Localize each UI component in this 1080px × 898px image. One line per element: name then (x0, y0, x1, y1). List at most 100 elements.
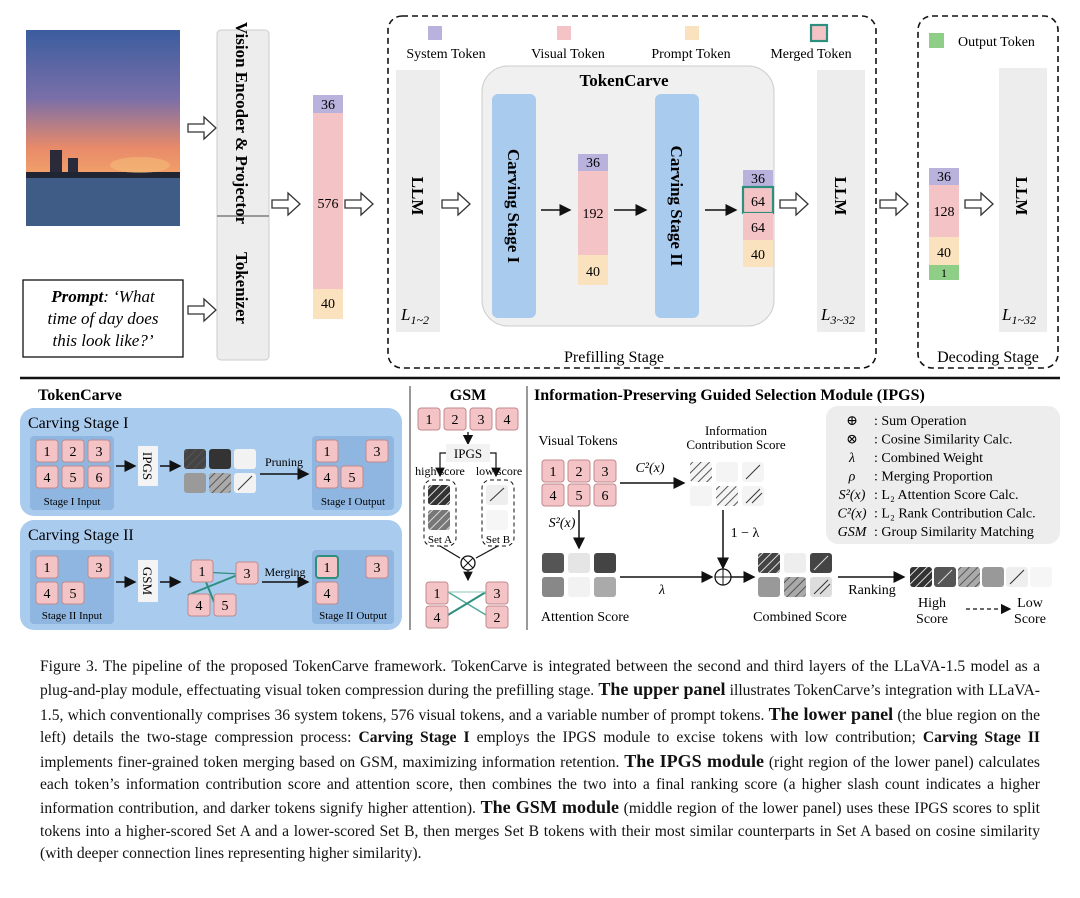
prompt-box: Prompt: ‘What time of day does this look… (22, 279, 184, 358)
svg-text:Merged Token: Merged Token (770, 47, 851, 62)
legend-symbol: C²(x) (837, 507, 866, 522)
svg-text:3: 3 (494, 587, 501, 602)
decoding-label: Decoding Stage (937, 349, 1039, 366)
svg-text:64: 64 (751, 221, 765, 236)
svg-text:Attention Score: Attention Score (541, 610, 629, 625)
svg-text:1: 1 (434, 587, 441, 602)
svg-text:Score: Score (1014, 612, 1046, 627)
figure-caption: Figure 3. The pipeline of the proposed T… (40, 658, 1040, 863)
svg-text:Stage II Output: Stage II Output (319, 610, 387, 622)
svg-text:Carving Stage II: Carving Stage II (28, 527, 134, 544)
svg-text:IPGS: IPGS (140, 452, 155, 480)
svg-text:4: 4 (550, 489, 557, 504)
svg-text:3: 3 (374, 445, 381, 460)
svg-text:6: 6 (96, 471, 103, 486)
legend-symbol: λ (848, 451, 855, 466)
ipgs-panel: Information-Preserving Guided Selection … (534, 387, 1052, 627)
svg-text:1: 1 (44, 561, 51, 576)
llm-block-3: LLM L1~32 (999, 68, 1047, 332)
svg-text:IPGS: IPGS (454, 446, 482, 461)
svg-text:4: 4 (44, 587, 51, 602)
svg-text:Visual Token: Visual Token (531, 47, 605, 62)
legend-text: : L₂ Rank Contribution Calc. (874, 507, 1036, 522)
svg-text:Stage II Input: Stage II Input (42, 610, 102, 622)
svg-text:2: 2 (576, 465, 583, 480)
svg-text:40: 40 (751, 248, 765, 263)
svg-text:2: 2 (452, 413, 459, 428)
svg-text:64: 64 (751, 195, 765, 210)
decoding-region (917, 15, 1059, 369)
decode-token-stack: 36 128 40 1 (929, 168, 959, 280)
token-legend: System Token Visual Token Prompt Token M… (406, 23, 852, 62)
svg-text:2: 2 (494, 611, 501, 626)
prefilling-label: Prefilling Stage (564, 349, 664, 366)
svg-text:Information-Preserving Guided: Information-Preserving Guided Selection … (534, 387, 925, 404)
svg-text:low score: low score (476, 464, 522, 478)
svg-text:3: 3 (374, 561, 381, 576)
svg-text:high score: high score (415, 464, 465, 478)
legend-symbol: ⊗ (846, 433, 858, 448)
llm-block-1: LLM L1~2 (396, 70, 440, 332)
tokenizer-label: Tokenizer (232, 252, 251, 325)
svg-text:GSM: GSM (450, 387, 486, 404)
svg-text:Combined Score: Combined Score (753, 610, 847, 625)
legend-text: : L₂ Attention Score Calc. (874, 488, 1018, 503)
legend-text: : Merging Proportion (874, 470, 993, 485)
svg-text:4: 4 (504, 413, 511, 428)
svg-text:1: 1 (426, 413, 433, 428)
svg-text:Carving Stage I: Carving Stage I (28, 415, 128, 432)
legend-symbol: ρ (848, 470, 856, 485)
svg-text:Set B: Set B (486, 534, 510, 546)
svg-text:S²(x): S²(x) (549, 516, 576, 531)
svg-text:Merging: Merging (264, 565, 305, 579)
svg-text:Stage I Output: Stage I Output (321, 496, 385, 508)
svg-text:2: 2 (70, 445, 77, 460)
svg-text:5: 5 (349, 471, 356, 486)
input-image (26, 30, 180, 226)
svg-text:36: 36 (321, 98, 335, 113)
encoder-tokenizer-column: Vision Encoder & Projector Tokenizer (216, 22, 270, 361)
stage1-label: Carving Stage I (504, 149, 523, 264)
svg-text:High: High (918, 596, 946, 611)
svg-text:System Token: System Token (406, 47, 485, 62)
svg-text:6: 6 (602, 489, 609, 504)
svg-text:576: 576 (318, 197, 339, 212)
compressed-token-stack: 36 64 64 40 (741, 170, 775, 267)
svg-text:Prompt: ‘What: Prompt: ‘What (50, 287, 156, 306)
svg-text:this look like?’: this look like?’ (52, 331, 153, 350)
output-token-legend: Output Token (958, 35, 1035, 50)
tokencarve-box: TokenCarve Carving Stage I Carving Stage… (481, 65, 775, 327)
legend-symbol: ⊕ (846, 414, 858, 429)
svg-text:3: 3 (96, 561, 103, 576)
svg-text:3: 3 (602, 465, 609, 480)
svg-text:4: 4 (434, 611, 441, 626)
svg-text:5: 5 (70, 587, 77, 602)
input-token-stack: 36 576 40 (313, 95, 343, 319)
svg-text:Information: Information (705, 423, 768, 438)
svg-text:4: 4 (196, 599, 203, 614)
svg-text:5: 5 (222, 599, 229, 614)
svg-text:TokenCarve: TokenCarve (579, 71, 669, 90)
svg-text:Score: Score (916, 612, 948, 627)
llm-block-2: LLM L3~32 (817, 70, 865, 332)
ipgs-legend: ⊕: Sum Operation⊗: Cosine Similarity Cal… (826, 406, 1060, 544)
svg-text:1: 1 (44, 445, 51, 460)
svg-text:4: 4 (324, 587, 331, 602)
legend-text: : Group Similarity Matching (874, 525, 1034, 540)
svg-text:time of day does: time of day does (48, 309, 159, 328)
svg-text:3: 3 (244, 567, 251, 582)
svg-text:1: 1 (550, 465, 557, 480)
svg-text:LLM: LLM (831, 177, 850, 216)
svg-text:5: 5 (576, 489, 583, 504)
svg-text:LLM: LLM (1012, 177, 1031, 216)
svg-text:3: 3 (96, 445, 103, 460)
svg-text:Pruning: Pruning (265, 455, 303, 469)
prefilling-region (387, 15, 877, 369)
svg-text:40: 40 (321, 297, 335, 312)
flow-arrows (187, 115, 994, 323)
svg-text:LLM: LLM (408, 177, 427, 216)
svg-text:192: 192 (583, 207, 604, 222)
stage2-label: Carving Stage II (667, 146, 686, 267)
carving-stage-1-panel: Carving Stage I 1 2 3 4 5 6 Stage I Inpu… (20, 408, 402, 516)
svg-text:40: 40 (586, 265, 600, 280)
